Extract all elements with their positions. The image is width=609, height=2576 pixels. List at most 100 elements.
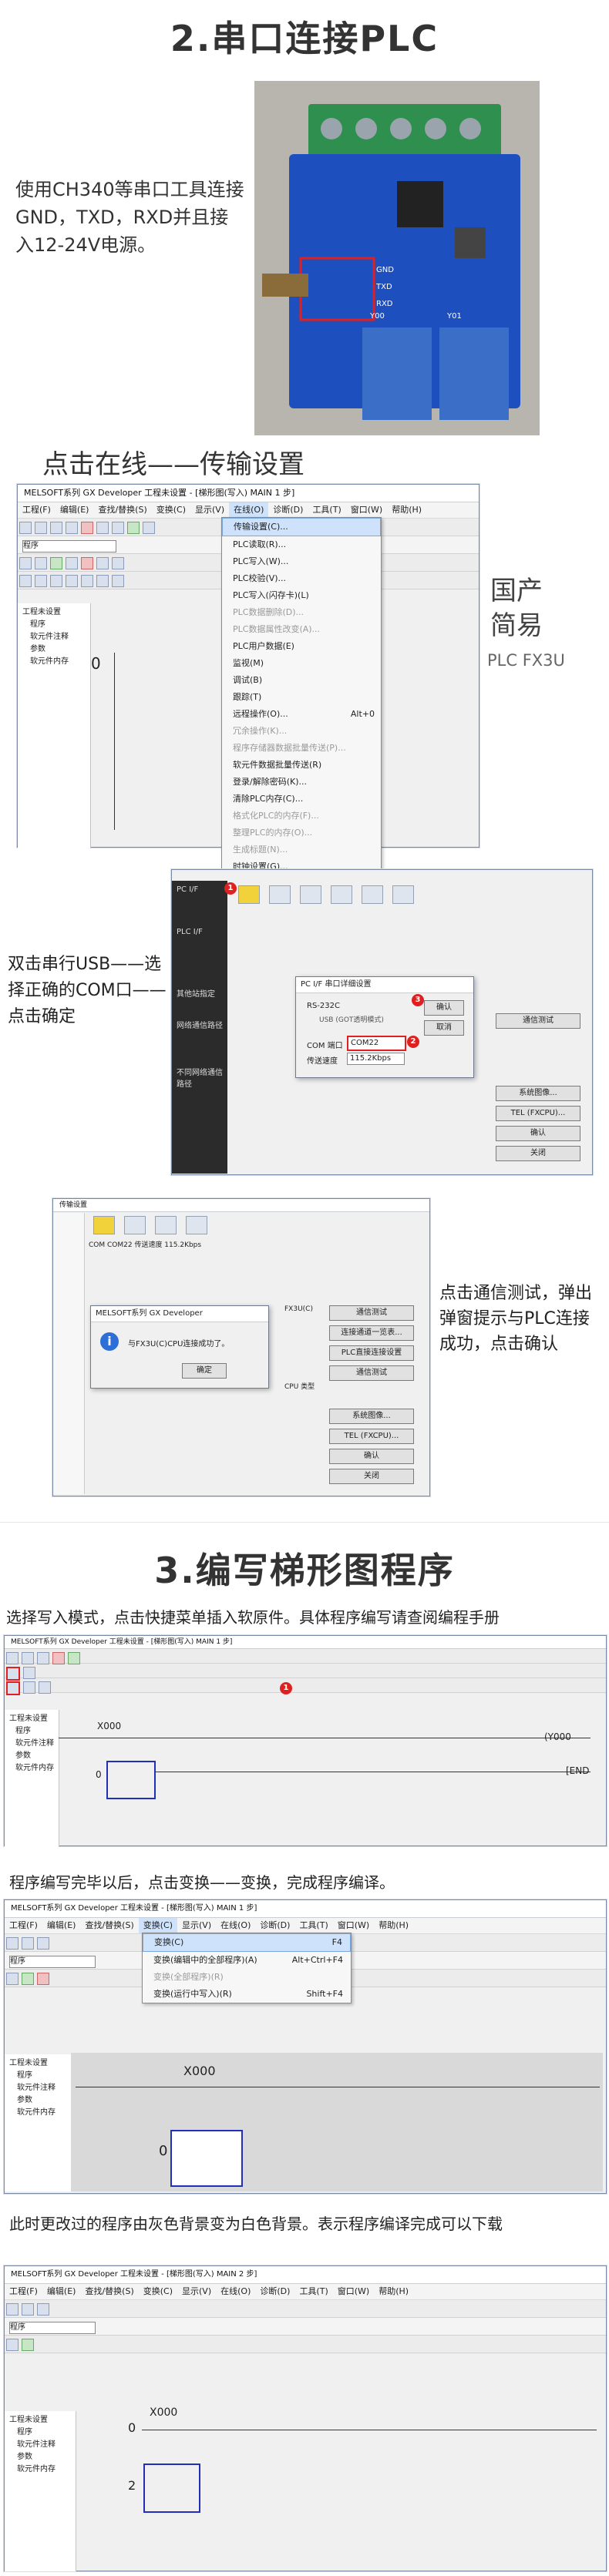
menu-transfer-setup[interactable]: 传输设置(C)... <box>222 518 381 536</box>
menu-help-2[interactable]: 帮助(H) <box>379 1920 409 1930</box>
menu-debug[interactable]: 调试(B) <box>233 675 263 685</box>
cc-link-icon[interactable] <box>269 885 291 904</box>
tree-parameter-2[interactable]: 参数 <box>15 1751 31 1760</box>
save-icon-2[interactable] <box>37 1652 49 1664</box>
monitor-mode-icon[interactable] <box>112 557 124 569</box>
read-mode-icon-3[interactable] <box>37 1973 49 1985</box>
cc-ie-icon[interactable] <box>362 885 383 904</box>
menu-plc-verify[interactable]: PLC校验(V)... <box>233 573 287 583</box>
menu-tools-3[interactable]: 工具(T) <box>299 2286 328 2296</box>
new-icon-4[interactable] <box>6 2303 19 2316</box>
tree-program[interactable]: 程序 <box>30 620 45 629</box>
close-button-2[interactable]: 关闭 <box>329 1469 414 1484</box>
menu-window-3[interactable]: 窗口(W) <box>337 2286 370 2296</box>
device-icon[interactable] <box>50 557 62 569</box>
comment-icon[interactable] <box>66 557 78 569</box>
menu-convert-2[interactable]: 变换(C) <box>138 1918 178 1933</box>
menu-remote-op[interactable]: 远程操作(O)...Alt+0 <box>222 706 381 723</box>
menu-edit-2[interactable]: 编辑(E) <box>46 1920 76 1930</box>
menu-monitor[interactable]: 监视(M) <box>233 658 264 668</box>
menu-convert-item[interactable]: 变换(C)F4 <box>143 1933 351 1952</box>
serial-usb-icon-2[interactable] <box>93 1216 115 1234</box>
menu-online-3[interactable]: 在线(O) <box>220 2286 251 2296</box>
contact-no-icon[interactable] <box>19 575 32 587</box>
tree-root-4[interactable]: 工程未设置 <box>9 2416 48 2424</box>
menu-gen-title[interactable]: 生成标题(N)... <box>233 845 288 855</box>
menu-format-memory[interactable]: 格式化PLC的内存(F)... <box>233 811 319 821</box>
close-button[interactable]: 关闭 <box>496 1146 580 1161</box>
menu-password[interactable]: 登录/解除密码(K)... <box>233 777 307 787</box>
system-image-button-2[interactable]: 系统图像... <box>329 1409 414 1424</box>
speed-select[interactable]: 115.2Kbps <box>347 1053 405 1065</box>
read-mode-icon[interactable] <box>81 557 93 569</box>
comm-test-button[interactable]: 通信测试 <box>496 1013 580 1029</box>
menu-plc-user-data[interactable]: PLC用户数据(E) <box>233 641 294 651</box>
menu-help-3[interactable]: 帮助(H) <box>379 2286 409 2296</box>
ladder-icon-4[interactable] <box>6 2339 19 2351</box>
serial-usb-icon[interactable] <box>238 885 260 904</box>
cut-icon[interactable] <box>81 522 93 534</box>
menu-clock-setup[interactable]: 时钟设置(G)... <box>233 861 288 872</box>
menu-plc-delete[interactable]: PLC数据删除(D)... <box>233 607 304 617</box>
menu-find-2[interactable]: 查找/替换(S) <box>85 1920 134 1930</box>
paste-icon[interactable] <box>112 522 124 534</box>
menu-view-3[interactable]: 显示(V) <box>182 2286 212 2296</box>
net10-icon-2[interactable] <box>155 1216 177 1234</box>
plc-direct-button[interactable]: PLC直接连接设置 <box>329 1345 414 1361</box>
tree-memory-2[interactable]: 软元件内存 <box>15 1764 54 1772</box>
menu-online[interactable]: 在线(O) <box>229 502 269 518</box>
tel-fxcpu-button-2[interactable]: TEL (FXCPU)... <box>329 1429 414 1444</box>
menu-find-3[interactable]: 查找/替换(S) <box>85 2286 134 2296</box>
write-mode-icon[interactable] <box>96 557 109 569</box>
find-icon[interactable] <box>143 522 155 534</box>
monitor-icon-2[interactable] <box>68 1652 80 1664</box>
instruction-icon[interactable] <box>66 575 78 587</box>
tree-program-3[interactable]: 程序 <box>17 2071 32 2080</box>
ladder-cursor[interactable] <box>106 1761 156 1799</box>
tree-root-2[interactable]: 工程未设置 <box>9 1715 48 1723</box>
ladder-icon[interactable] <box>19 557 32 569</box>
comm-test-button-2[interactable]: 通信测试 <box>329 1305 414 1321</box>
dialog-ok-button[interactable]: 确认 <box>424 1000 464 1016</box>
menu-convert[interactable]: 变换(C) <box>156 505 187 515</box>
save-icon[interactable] <box>50 522 62 534</box>
list-icon[interactable] <box>35 557 47 569</box>
channel-list-button[interactable]: 连接通道一览表... <box>329 1325 414 1341</box>
contact-nc-icon[interactable] <box>35 575 47 587</box>
dialog-cancel-button[interactable]: 取消 <box>424 1020 464 1036</box>
tree-comment[interactable]: 软元件注释 <box>30 633 69 641</box>
device-icon-3[interactable] <box>22 1973 34 1985</box>
tree-program-4[interactable]: 程序 <box>17 2428 32 2437</box>
net10-icon[interactable] <box>300 885 321 904</box>
tree-parameter[interactable]: 参数 <box>30 645 45 653</box>
menu-diagnose-3[interactable]: 诊断(D) <box>260 2286 291 2296</box>
copy-icon[interactable] <box>96 522 109 534</box>
cut-icon-2[interactable] <box>52 1652 65 1664</box>
comm-test-highlight-button[interactable]: 通信测试 <box>329 1365 414 1381</box>
menu-convert-3[interactable]: 变换(C) <box>143 2286 173 2296</box>
menu-window[interactable]: 窗口(W) <box>350 505 383 515</box>
open-icon-4[interactable] <box>22 2303 34 2316</box>
menu-view-2[interactable]: 显示(V) <box>182 1920 212 1930</box>
menu-help[interactable]: 帮助(H) <box>392 505 422 515</box>
confirm-button[interactable]: 确认 <box>496 1126 580 1141</box>
read-mode-icon-2[interactable] <box>23 1667 35 1679</box>
tree-root-3[interactable]: 工程未设置 <box>9 2059 48 2067</box>
hline-icon[interactable] <box>81 575 93 587</box>
tree-root[interactable]: 工程未设置 <box>22 608 61 616</box>
menu-project-2[interactable]: 工程(F) <box>9 1920 38 1930</box>
menu-plc-write-flash[interactable]: PLC写入(闪存卡)(L) <box>233 590 309 600</box>
q-bus-icon[interactable] <box>392 885 414 904</box>
vline-icon[interactable] <box>96 575 109 587</box>
menu-batch-device[interactable]: 软元件数据批量传送(R) <box>233 760 322 770</box>
new-icon-3[interactable] <box>6 1937 19 1950</box>
menu-redundant-op[interactable]: 冗余操作(K)... <box>233 726 288 736</box>
coil-icon-2[interactable] <box>39 1681 51 1694</box>
tree-memory[interactable]: 软元件内存 <box>30 657 69 666</box>
menu-project[interactable]: 工程(F) <box>22 505 51 515</box>
contact-nc-icon-2[interactable] <box>23 1681 35 1694</box>
convert-cursor[interactable] <box>170 2130 243 2187</box>
done-cursor[interactable] <box>143 2463 200 2513</box>
new-icon-2[interactable] <box>6 1652 19 1664</box>
menu-plc-attr[interactable]: PLC数据属性改变(A)... <box>233 624 321 634</box>
